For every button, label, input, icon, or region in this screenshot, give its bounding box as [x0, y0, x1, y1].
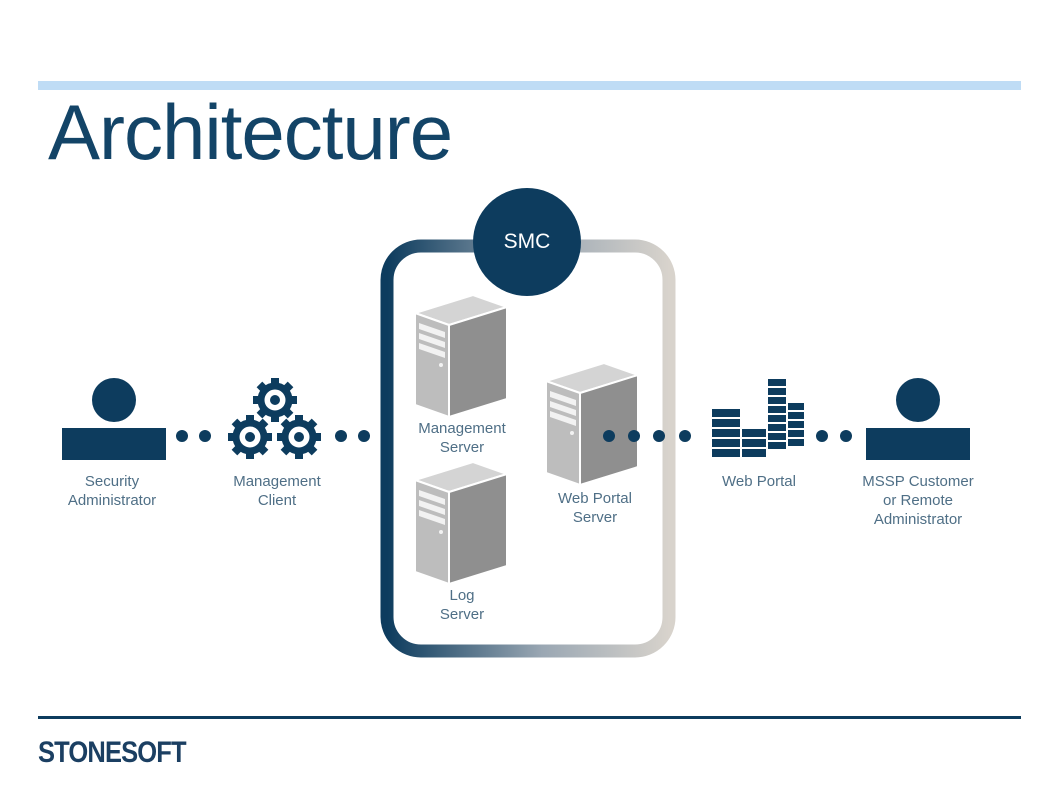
web-portal-label: Web Portal: [722, 473, 796, 490]
management-server-icon: [414, 294, 508, 418]
management-server-label: Management Server: [418, 420, 506, 456]
stonesoft-logo: STONESOFT: [38, 736, 187, 769]
connector-client-smc: [335, 430, 370, 442]
smc-circle: [473, 188, 581, 296]
log-server-label: Log Server: [439, 587, 485, 623]
web-portal-server-icon: [545, 362, 639, 486]
connector-webportal-mssp: [816, 430, 852, 442]
footer-rule: [38, 716, 1021, 719]
log-server-icon: [414, 461, 508, 585]
connector-smc-webportal: [603, 430, 691, 442]
security-admin-person-icon: [62, 378, 166, 460]
management-client-gears-icon: [228, 378, 321, 459]
top-accent-bar: [38, 81, 1021, 90]
web-portal-server-label: Web Portal Server: [558, 490, 632, 526]
security-admin-label: Security Administrator: [67, 473, 157, 509]
page-title: Architecture: [48, 88, 453, 176]
web-portal-icon: [712, 379, 804, 457]
mssp-customer-person-icon: [866, 378, 970, 460]
smc-label: SMC: [503, 230, 551, 253]
connector-admin-client: [176, 430, 211, 442]
management-client-label: Management Client: [233, 473, 321, 509]
mssp-customer-label: MSSP Customer or Remote Administrator: [862, 473, 974, 528]
